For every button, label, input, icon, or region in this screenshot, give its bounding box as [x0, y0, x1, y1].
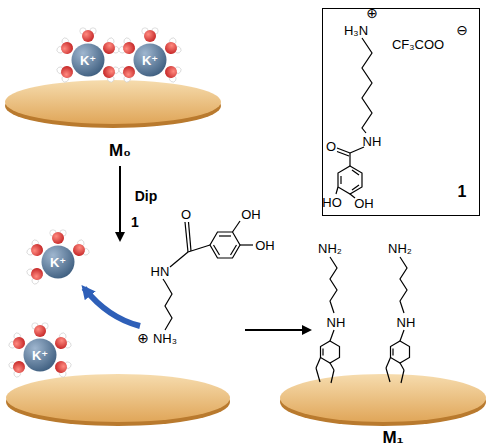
atom-label: OH — [255, 239, 275, 252]
inset-box: ⊕ H₃N CF₃COO ⊖ O NH HO OH 1 — [322, 8, 480, 216]
structure-label: 1 — [458, 184, 467, 200]
charge-symbol: ⊕ — [137, 331, 149, 345]
potassium-ion: K⁺ — [41, 245, 75, 279]
process-arrow — [119, 166, 121, 240]
atom-label: NH₂ — [388, 242, 412, 255]
atom-label: NH — [327, 316, 346, 329]
structure-label: CF₃COO — [392, 38, 444, 51]
potassium-ion: K⁺ — [23, 338, 57, 372]
structure-label: ⊕ — [366, 6, 378, 20]
gold-surface — [5, 80, 486, 426]
ion-label: K⁺ — [32, 349, 48, 362]
structure-label: O — [326, 140, 336, 153]
water-molecules — [8, 28, 182, 378]
potassium-ion: K⁺ — [133, 43, 167, 77]
atom-label: NH₂ — [318, 242, 342, 255]
exchange-arrow — [84, 288, 140, 326]
atom-label: NH₃ — [153, 332, 177, 345]
molecule-structure — [336, 38, 372, 198]
atom-label: OH — [241, 208, 261, 221]
structure-label: OH — [354, 197, 374, 210]
atom-label: HN — [151, 265, 170, 278]
molecule-structure — [163, 221, 253, 330]
structure-label: HO — [322, 196, 342, 209]
structure-label: ⊖ — [456, 23, 468, 37]
panel-label: M₀ — [109, 142, 131, 159]
ion-label: K⁺ — [50, 256, 66, 269]
ion-label: K⁺ — [142, 54, 158, 67]
ion-label: K⁺ — [80, 54, 96, 67]
atom-label: O — [181, 208, 191, 221]
compound-number: 1 — [131, 215, 139, 229]
structure-label: H₃N — [344, 24, 368, 37]
process-arrow — [245, 329, 310, 331]
structure-label: NH — [363, 135, 382, 148]
potassium-ion: K⁺ — [71, 43, 105, 77]
atom-label: NH — [397, 316, 416, 329]
panel-label: M₁ — [382, 429, 403, 446]
process-label: Dip — [135, 189, 158, 203]
molecule-structure — [316, 257, 410, 383]
